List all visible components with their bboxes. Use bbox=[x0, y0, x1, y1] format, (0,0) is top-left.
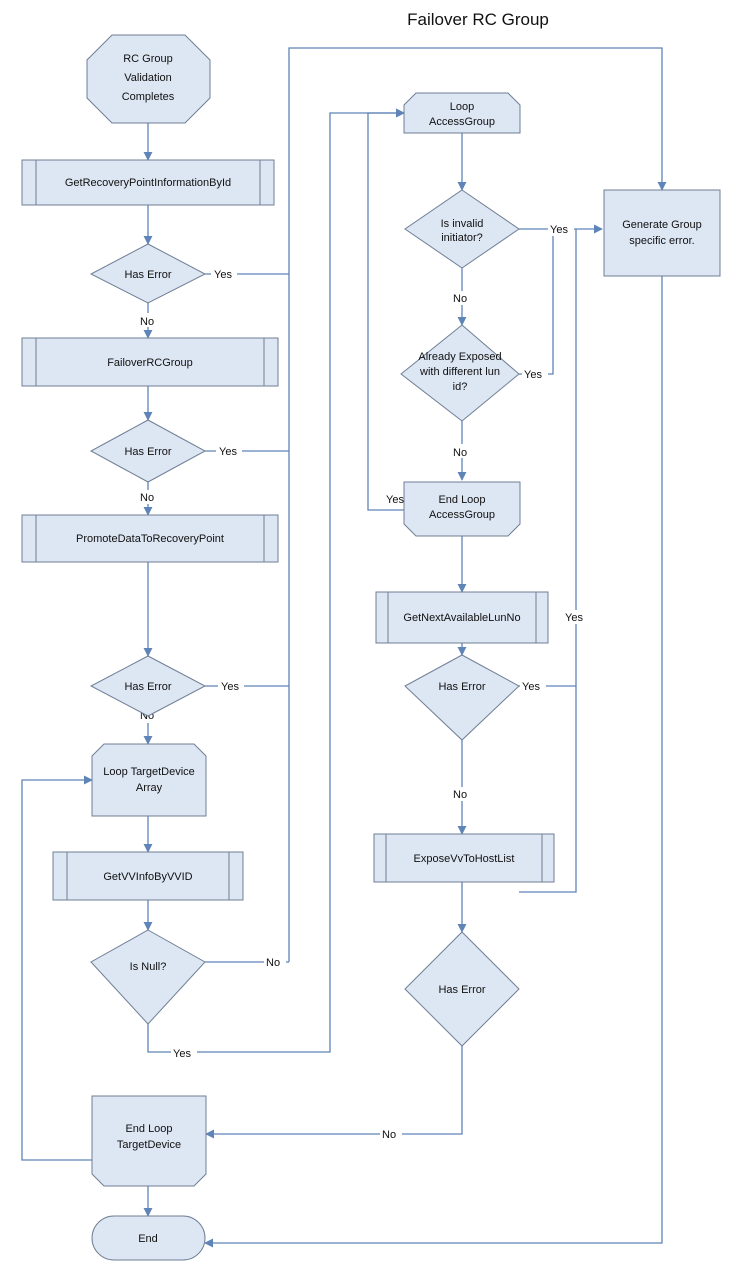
edge-labels: Yes No Yes No Yes No No Yes Yes No Yes N… bbox=[138, 222, 590, 1141]
node-start-line-2: Validation bbox=[124, 72, 172, 84]
node-loop-access-group-line-2: AccessGroup bbox=[429, 116, 495, 128]
node-get-rp-info: GetRecoveryPointInformationById bbox=[21, 159, 275, 206]
label-is-null-yes: Yes bbox=[173, 1048, 191, 1060]
edge-generate-error-to-end bbox=[204, 276, 663, 1248]
node-has-error-3: Has Error bbox=[89, 655, 207, 717]
node-loop-target-device-line-1: Loop TargetDevice bbox=[103, 766, 195, 778]
node-end-label: End bbox=[138, 1233, 158, 1245]
label-has-error-2-no: No bbox=[140, 492, 154, 504]
node-get-vv-info-label: GetVVInfoByVVID bbox=[103, 871, 192, 883]
label-has-error-1-yes: Yes bbox=[214, 269, 232, 281]
node-is-invalid-initiator: Is invalid initiator? bbox=[404, 189, 520, 269]
edge-end-loop-target-back bbox=[21, 775, 93, 1161]
node-has-error-2: Has Error bbox=[89, 419, 207, 483]
node-is-null-label: Is Null? bbox=[130, 961, 167, 973]
node-loop-target-device-line-2: Array bbox=[136, 782, 163, 794]
edge-is-null-yes bbox=[147, 108, 405, 1053]
label-exposed-yes: Yes bbox=[524, 369, 542, 381]
node-generate-error-line-1: Generate Group bbox=[622, 219, 702, 231]
node-loop-target-device: Loop TargetDevice Array bbox=[91, 743, 207, 817]
edge-exposed-yes bbox=[519, 229, 554, 375]
node-loop-access-group: Loop AccessGroup bbox=[403, 92, 521, 134]
node-get-vv-info: GetVVInfoByVVID bbox=[52, 851, 244, 901]
node-start-line-1: RC Group bbox=[123, 53, 173, 65]
label-is-null-no: No bbox=[266, 957, 280, 969]
edge-error-bus-to-generate-error bbox=[288, 47, 667, 962]
node-already-exposed-line-1: Already Exposed bbox=[418, 351, 501, 363]
edge-has-error-5-yes bbox=[519, 229, 577, 893]
edge-has-error-5-no bbox=[205, 1046, 463, 1139]
node-get-next-lun-label: GetNextAvailableLunNo bbox=[403, 612, 520, 624]
node-failover-rc-group-label: FailoverRCGroup bbox=[107, 357, 193, 369]
edge-end-loop-ag-back bbox=[367, 108, 405, 511]
label-has-error-4-no: No bbox=[453, 789, 467, 801]
node-is-invalid-initiator-line-1: Is invalid bbox=[441, 218, 484, 230]
node-is-null: Is Null? bbox=[90, 929, 206, 1025]
label-has-error-4-yes: Yes bbox=[522, 681, 540, 693]
node-get-next-lun: GetNextAvailableLunNo bbox=[375, 591, 549, 644]
node-end-loop-access-group-line-1: End Loop bbox=[438, 494, 485, 506]
node-loop-access-group-line-1: Loop bbox=[450, 101, 474, 113]
node-promote-data-label: PromoteDataToRecoveryPoint bbox=[76, 533, 224, 545]
node-is-invalid-initiator-line-2: initiator? bbox=[441, 232, 483, 244]
node-promote-data: PromoteDataToRecoveryPoint bbox=[21, 514, 279, 563]
node-has-error-5: Has Error bbox=[404, 931, 520, 1047]
node-expose-vv: ExposeVvToHostList bbox=[373, 833, 555, 883]
node-has-error-4: Has Error bbox=[404, 654, 520, 741]
node-start: RC Group Validation Completes bbox=[86, 34, 211, 124]
label-has-error-2-yes: Yes bbox=[219, 446, 237, 458]
node-has-error-3-label: Has Error bbox=[124, 681, 171, 693]
node-end-loop-target-device-line-2: TargetDevice bbox=[117, 1139, 181, 1151]
label-has-error-5-yes: Yes bbox=[565, 612, 583, 624]
node-has-error-2-label: Has Error bbox=[124, 446, 171, 458]
node-already-exposed-line-3: id? bbox=[453, 381, 468, 393]
label-has-error-1-no: No bbox=[140, 316, 154, 328]
label-has-error-3-yes: Yes bbox=[221, 681, 239, 693]
node-has-error-1-label: Has Error bbox=[124, 269, 171, 281]
node-generate-error-line-2: specific error. bbox=[629, 235, 694, 247]
node-end: End bbox=[91, 1215, 206, 1261]
node-get-rp-info-label: GetRecoveryPointInformationById bbox=[65, 177, 231, 189]
diagram-title: Failover RC Group bbox=[407, 10, 549, 29]
label-invalid-yes: Yes bbox=[550, 224, 568, 236]
node-has-error-1: Has Error bbox=[89, 243, 207, 304]
node-end-loop-target-device-line-1: End Loop bbox=[125, 1123, 172, 1135]
label-end-loop-ag-yes: Yes bbox=[386, 494, 404, 506]
node-end-loop-access-group: End Loop AccessGroup bbox=[403, 481, 521, 537]
node-end-loop-access-group-line-2: AccessGroup bbox=[429, 509, 495, 521]
label-has-error-5-no: No bbox=[382, 1129, 396, 1141]
node-already-exposed: Already Exposed with different lun id? bbox=[400, 324, 520, 422]
node-expose-vv-label: ExposeVvToHostList bbox=[414, 853, 515, 865]
node-has-error-4-label: Has Error bbox=[438, 681, 485, 693]
node-start-line-3: Completes bbox=[122, 91, 175, 103]
label-exposed-no: No bbox=[453, 447, 467, 459]
node-has-error-5-label: Has Error bbox=[438, 984, 485, 996]
label-invalid-no: No bbox=[453, 293, 467, 305]
node-generate-error: Generate Group specific error. bbox=[603, 189, 721, 277]
node-end-loop-target-device: End Loop TargetDevice bbox=[91, 1095, 207, 1187]
node-failover-rc-group: FailoverRCGroup bbox=[21, 337, 279, 387]
node-already-exposed-line-2: with different lun bbox=[419, 366, 500, 378]
